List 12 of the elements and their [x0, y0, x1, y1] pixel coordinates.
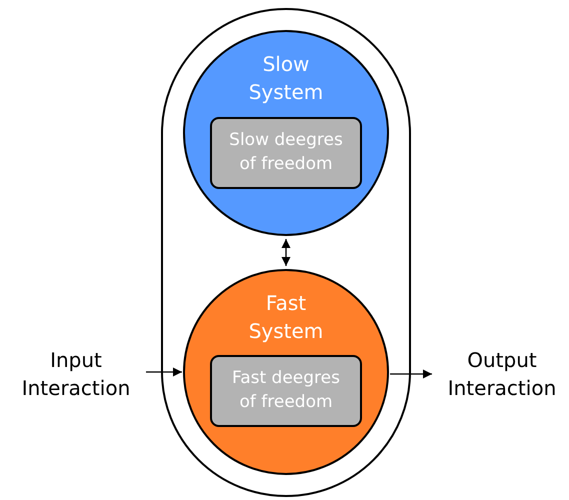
circle-title: Slow System — [248, 51, 324, 106]
output-label: Output Interaction — [446, 347, 558, 402]
process-box — [210, 355, 362, 427]
input-label: Input Interaction — [20, 347, 132, 402]
circle-title: Fast System — [248, 290, 324, 345]
arrow — [146, 368, 182, 376]
arrow — [282, 239, 290, 266]
box-text: Slow deegres of freedom — [228, 129, 344, 176]
process-box — [210, 117, 362, 189]
box-text: Fast deegres of freedom — [231, 367, 341, 414]
arrow — [390, 370, 432, 378]
outer-capsule — [161, 8, 411, 497]
